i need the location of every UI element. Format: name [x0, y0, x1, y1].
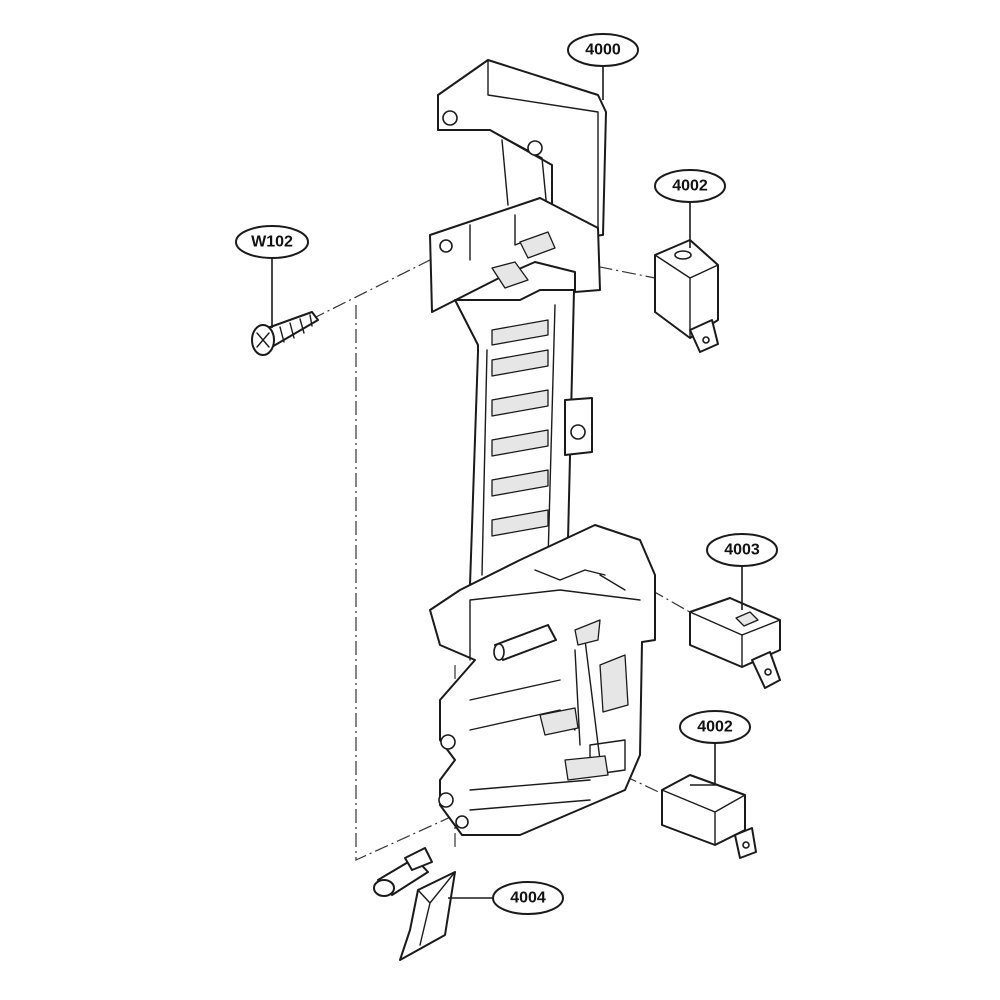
- callout-4000: 4000: [567, 33, 639, 67]
- callout-w102: W102: [235, 225, 309, 259]
- callout-label-4002-top: 4002: [672, 178, 708, 195]
- callout-label-4003: 4003: [724, 542, 760, 559]
- callout-leaders: [271, 66, 743, 899]
- callout-label-4004: 4004: [510, 890, 546, 907]
- callout-label-4002-bottom: 4002: [697, 719, 733, 736]
- callout-4002-bottom: 4002: [679, 710, 751, 744]
- micro-switch-4003: [689, 597, 781, 689]
- callout-label-w102: W102: [251, 234, 293, 251]
- callout-4002-top: 4002: [654, 169, 726, 203]
- lever-4004: [373, 847, 456, 961]
- screw-w102: [251, 311, 319, 356]
- micro-switch-4002-top: [654, 239, 719, 353]
- micro-switch-4002-bottom: [661, 774, 757, 859]
- callout-4004: 4004: [492, 881, 564, 915]
- callout-label-4000: 4000: [585, 42, 621, 59]
- main-bracket-4000: [429, 59, 656, 836]
- callout-4003: 4003: [706, 533, 778, 567]
